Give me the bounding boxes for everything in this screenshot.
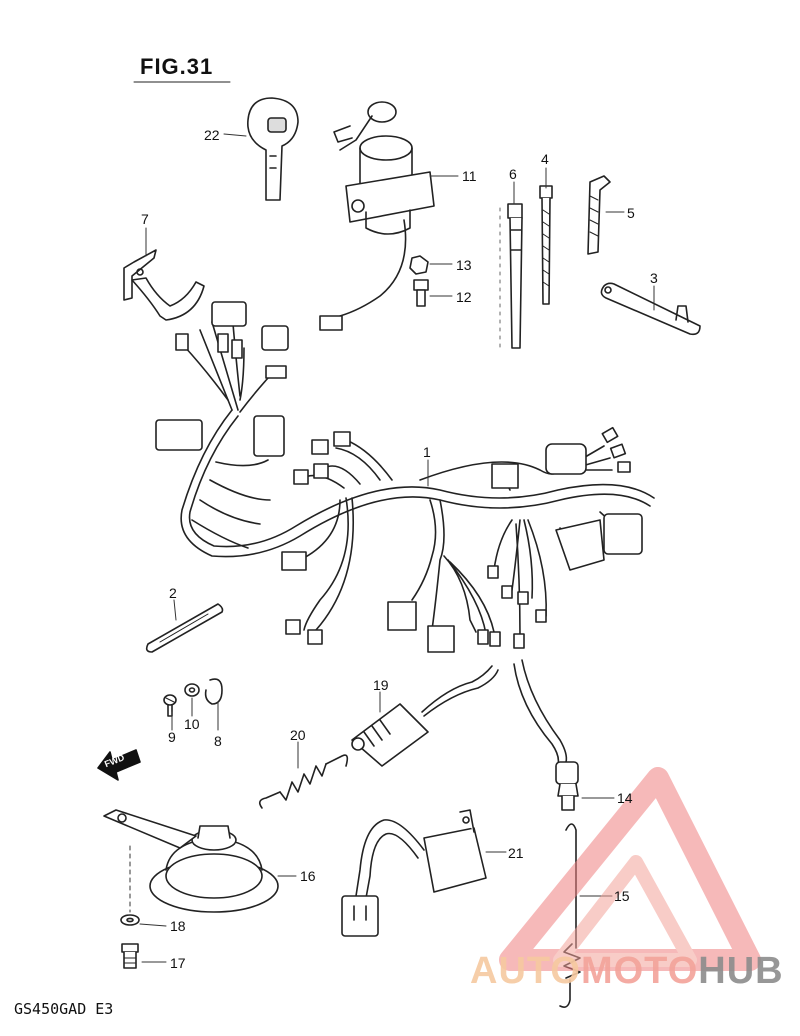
washer-18 [120, 914, 140, 926]
callout-5[interactable]: 5 [627, 205, 635, 221]
callout-14[interactable]: 14 [617, 790, 633, 806]
fwd-arrow-icon [97, 749, 141, 781]
washer-10 [184, 683, 200, 697]
callout-13[interactable]: 13 [456, 257, 472, 273]
bolt-17 [121, 943, 139, 969]
callout-19[interactable]: 19 [373, 677, 389, 693]
model-code: GS450GAD E3 [14, 1000, 114, 1018]
callout-4[interactable]: 4 [541, 151, 549, 167]
band-2 [145, 603, 224, 653]
bracket-3 [600, 282, 701, 336]
switch-19 [351, 665, 499, 767]
key-22 [247, 97, 299, 201]
switch-14 [513, 659, 579, 811]
callout-6[interactable]: 6 [509, 166, 517, 182]
tie-strap-6 [507, 203, 523, 349]
spring-20 [258, 754, 349, 809]
callout-22[interactable]: 22 [204, 127, 220, 143]
watermark-logo [499, 767, 761, 971]
callout-9[interactable]: 9 [168, 729, 176, 745]
horn-16 [103, 809, 279, 913]
callout-16[interactable]: 16 [300, 868, 316, 884]
watermark-part-moto: MOTO [580, 950, 699, 992]
tie-strap-4 [539, 185, 553, 305]
callout-1[interactable]: 1 [423, 444, 431, 460]
watermark-part-hub: HUB [698, 950, 784, 992]
clip-8 [204, 678, 223, 705]
callout-18[interactable]: 18 [170, 918, 186, 934]
callout-7[interactable]: 7 [141, 211, 149, 227]
leader-lines [129, 133, 655, 963]
watermark-text: AUTOMOTOHUB [470, 950, 784, 993]
callout-11[interactable]: 11 [462, 168, 477, 184]
callout-21[interactable]: 21 [508, 845, 524, 861]
screw-9 [163, 694, 177, 717]
harness-connectors [155, 301, 643, 653]
bolt-12 [413, 279, 429, 307]
callout-3[interactable]: 3 [650, 270, 658, 286]
figure-title: FIG.31 [140, 54, 214, 79]
nut-13 [409, 255, 429, 275]
callout-17[interactable]: 17 [170, 955, 186, 971]
callout-15[interactable]: 15 [614, 888, 630, 904]
callout-8[interactable]: 8 [214, 733, 222, 749]
clamp-strip-5 [587, 175, 611, 255]
callout-10[interactable]: 10 [184, 716, 200, 732]
relay-21 [341, 809, 487, 937]
ignition-switch-11 [319, 101, 435, 331]
wiring-harness-1 [180, 311, 655, 637]
callout-2[interactable]: 2 [169, 585, 177, 601]
callout-20[interactable]: 20 [290, 727, 306, 743]
callout-12[interactable]: 12 [456, 289, 472, 305]
bracket-clamp-7 [123, 249, 205, 321]
watermark-part-auto: AUTO [470, 950, 581, 992]
